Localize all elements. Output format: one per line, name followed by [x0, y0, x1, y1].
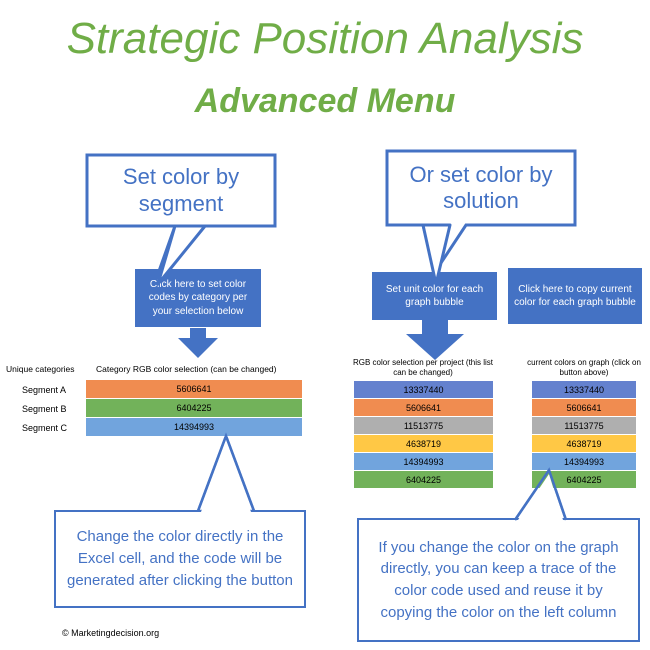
arrow-down-left: [178, 328, 218, 358]
copy-current-color-button[interactable]: Click here to copy current color for eac…: [508, 268, 642, 324]
callout-segment-text: Set color by segment: [122, 164, 240, 216]
project-color-cell[interactable]: 13337440: [354, 381, 493, 399]
category-color-cell[interactable]: 14394993: [86, 418, 302, 437]
header-current-colors: current colors on graph (click on button…: [527, 358, 641, 377]
project-color-cell[interactable]: 14394993: [354, 453, 493, 471]
set-category-color-button[interactable]: Click here to set color codes by categor…: [135, 269, 261, 327]
segment-label: Segment C: [22, 423, 68, 433]
note-left: Change the color directly in the Excel c…: [54, 510, 306, 608]
arrow-down-right: [406, 320, 464, 360]
segment-label: Segment A: [22, 385, 67, 395]
note-right-pointer-edge: [513, 467, 568, 521]
project-color-cell[interactable]: 4638719: [354, 435, 493, 453]
category-color-cell[interactable]: 5606641: [86, 380, 302, 399]
note-left-pointer-edge: [196, 432, 256, 512]
page-title: Strategic Position Analysis: [66, 14, 584, 63]
current-color-cell: 13337440: [532, 381, 636, 399]
header-category-rgb: Category RGB color selection (can be cha…: [96, 364, 277, 374]
project-color-cell[interactable]: 5606641: [354, 399, 493, 417]
header-unique-categories: Unique categories: [6, 364, 75, 374]
note-left-pointer-fill: [201, 441, 251, 512]
current-color-cell: 5606641: [532, 399, 636, 417]
current-color-cell: 14394993: [532, 453, 636, 471]
current-color-cell: 4638719: [532, 435, 636, 453]
category-color-cell[interactable]: 6404225: [86, 399, 302, 418]
copyright-text: © Marketingdecision.org: [62, 628, 160, 638]
note-right: If you change the color on the graph dir…: [357, 518, 640, 642]
callout-solution-tail: [421, 223, 452, 286]
project-color-cell[interactable]: 6404225: [354, 471, 493, 489]
page-subtitle: Advanced Menu: [194, 82, 456, 120]
project-color-cell[interactable]: 11513775: [354, 417, 493, 435]
segment-label: Segment B: [22, 404, 67, 414]
note-right-pointer-fill: [518, 474, 563, 520]
current-color-cell: 6404225: [532, 471, 636, 489]
callout-segment-tail: [156, 224, 207, 286]
current-color-cell: 11513775: [532, 417, 636, 435]
callout-solution-text: Or set color by solution: [409, 161, 553, 213]
header-project-rgb: RGB color selection per project (this li…: [352, 358, 494, 377]
